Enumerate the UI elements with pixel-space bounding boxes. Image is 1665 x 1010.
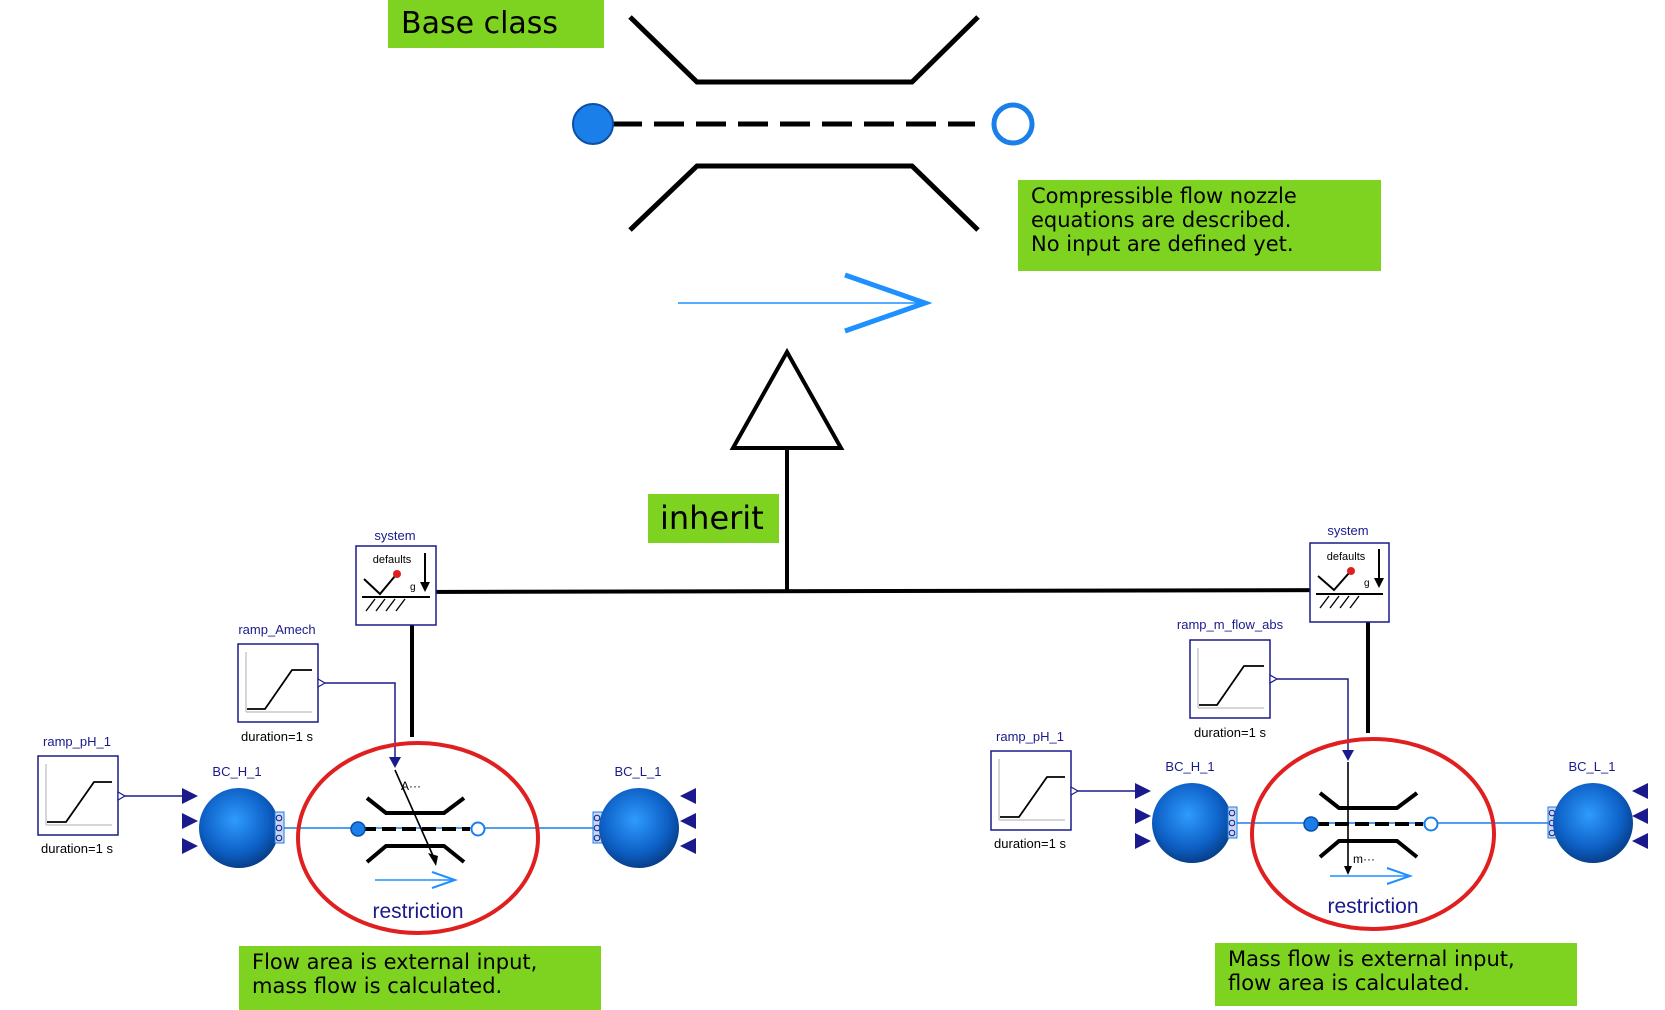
left-description-note: Flow area is external input, mass flow i… (239, 946, 601, 1010)
right-ramp-mflow-icon[interactable] (1189, 639, 1279, 719)
left-system-defaults-icon[interactable]: defaults g (355, 545, 437, 626)
left-ramp-area-param: duration=1 s (241, 729, 313, 744)
left-ramp-area-wire (325, 682, 396, 762)
outlet-port-icon[interactable] (991, 102, 1035, 146)
base-description-line-1: Compressible flow nozzle (1031, 184, 1297, 208)
base-description-line-2: equations are described. (1031, 208, 1292, 232)
right-bc-low-label: BC_L_1 (1569, 759, 1616, 774)
left-bc-high-label: BC_H_1 (212, 764, 261, 779)
left-ramp-area-label: ramp_Amech (238, 622, 315, 637)
right-model: system defaults g ramp_m_flow_abs durati… (990, 523, 1648, 931)
left-restriction-label: restriction (372, 900, 463, 923)
right-gravity-label: g (1364, 578, 1370, 589)
left-bc-low-label: BC_L_1 (615, 764, 662, 779)
left-ramp-area-icon[interactable] (237, 643, 327, 723)
base-class-title: Base class (401, 6, 559, 41)
left-ramp-ph-param: duration=1 s (41, 841, 113, 856)
right-bc-high-sphere-icon[interactable] (1135, 783, 1238, 863)
left-bc-high-sphere-icon[interactable] (182, 788, 285, 868)
right-description-line-2: flow area is calculated. (1228, 971, 1470, 995)
left-ramp-ph-icon[interactable] (37, 755, 127, 836)
right-restriction-nozzle-icon[interactable] (1303, 762, 1439, 875)
right-restriction-label: restriction (1327, 895, 1418, 918)
left-system-label: system (374, 528, 415, 543)
right-restriction-flow-arrow-icon (1330, 867, 1414, 885)
left-ramp-ph-label: ramp_pH_1 (43, 734, 111, 749)
left-system-defaults-text: defaults (373, 554, 412, 566)
right-bc-low-sphere-icon[interactable] (1547, 783, 1648, 863)
left-restriction-highlight (296, 741, 540, 935)
left-restriction-nozzle-icon[interactable] (350, 769, 486, 866)
right-system-defaults-text: defaults (1327, 551, 1366, 563)
right-ramp-mflow-param: duration=1 s (1194, 725, 1266, 740)
right-ramp-mflow-wire (1277, 678, 1349, 755)
inlet-port-icon[interactable] (572, 103, 614, 145)
left-description-line-1: Flow area is external input, (252, 950, 538, 974)
base-nozzle-icon[interactable] (572, 15, 1035, 232)
left-bc-low-sphere-icon[interactable] (592, 788, 696, 868)
base-flow-arrow-icon (678, 272, 933, 334)
left-input-tag: A··· (401, 779, 421, 793)
right-bc-high-label: BC_H_1 (1165, 759, 1214, 774)
left-description-line-2: mass flow is calculated. (252, 974, 503, 998)
right-restriction-highlight (1250, 737, 1496, 931)
right-system-label: system (1327, 523, 1368, 538)
right-description-line-1: Mass flow is external input, (1228, 947, 1515, 971)
inherit-note: inherit (648, 494, 779, 543)
base-description-line-3: No input are defined yet. (1031, 232, 1294, 256)
base-class-note: Base class (388, 0, 604, 48)
right-system-defaults-icon[interactable]: defaults g (1309, 542, 1390, 623)
right-ramp-ph-icon[interactable] (990, 750, 1080, 831)
right-ramp-ph-param: duration=1 s (994, 836, 1066, 851)
right-input-tag: m··· (1353, 852, 1375, 866)
base-description-note: Compressible flow nozzle equations are d… (1018, 180, 1381, 271)
inherit-label: inherit (660, 499, 764, 537)
right-description-note: Mass flow is external input, flow area i… (1215, 943, 1577, 1006)
left-gravity-label: g (410, 582, 416, 593)
left-restriction-flow-arrow-icon (375, 871, 459, 889)
left-model: system defaults g ramp_Amech duration=1 … (37, 528, 696, 935)
right-ramp-ph-label: ramp_pH_1 (996, 729, 1064, 744)
right-ramp-mflow-label: ramp_m_flow_abs (1177, 617, 1284, 632)
